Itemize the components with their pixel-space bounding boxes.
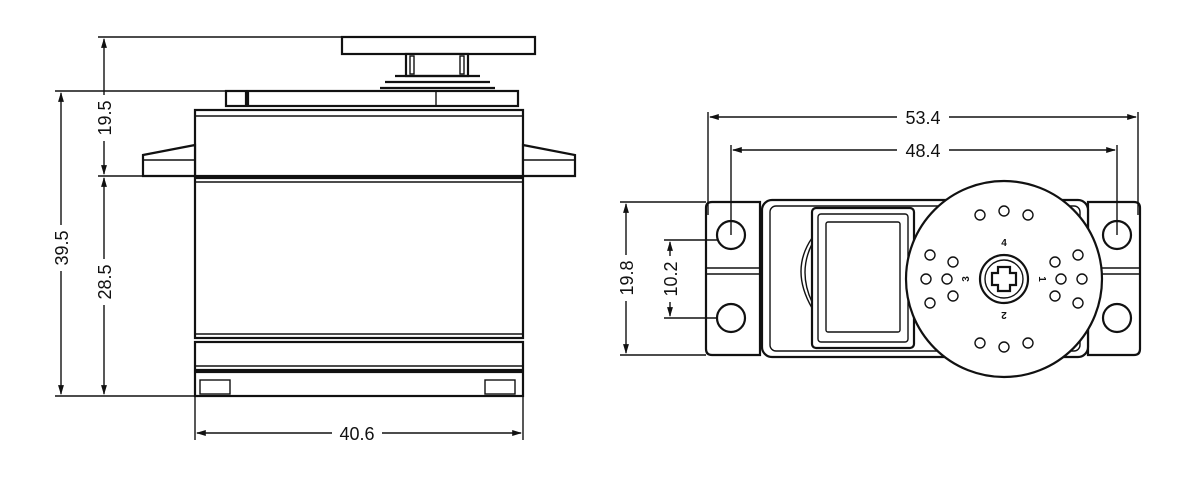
label-window-panel	[825, 221, 901, 333]
horn-label-2: 2	[1001, 309, 1007, 320]
output-shaft	[404, 52, 470, 78]
top-cap	[246, 89, 520, 108]
dim-bg	[659, 256, 681, 302]
front-view: 4 2 3 1 53.4 48.4 19.8 10.2	[615, 106, 1142, 379]
phillips-screw-icon	[990, 265, 1018, 293]
dim-bg	[332, 422, 382, 444]
label-overall-height: 39.5	[52, 230, 72, 265]
label-body-height: 28.5	[95, 264, 115, 299]
label-hole-vertical: 10.2	[661, 261, 681, 296]
cap-tab	[224, 89, 248, 108]
dim-bg	[897, 139, 949, 161]
base-foot-left	[199, 379, 231, 395]
label-front-height: 19.8	[617, 260, 637, 295]
base-plate	[193, 370, 525, 398]
horn-holes	[920, 205, 1088, 353]
horn-label-3: 3	[961, 276, 972, 282]
horn-hub	[978, 253, 1030, 305]
dim-bg	[897, 106, 949, 128]
label-hole-spacing: 48.4	[905, 141, 940, 161]
dim-bg	[615, 255, 637, 301]
mount-hole	[1101, 302, 1133, 334]
shaft-detail	[409, 55, 415, 75]
body-bump	[800, 237, 813, 309]
shaft-detail	[459, 55, 465, 75]
flange-right	[1086, 200, 1142, 357]
upper-case	[193, 108, 525, 178]
dim-bg	[93, 95, 115, 141]
horn-label-4: 4	[1001, 238, 1007, 249]
dim-bg	[50, 225, 72, 271]
label-top-height: 19.5	[95, 100, 115, 135]
base-foot-right	[484, 379, 516, 395]
servo-horn	[340, 35, 537, 56]
main-body	[193, 176, 525, 340]
horn-disc	[904, 179, 1104, 379]
dim-bg	[93, 259, 115, 305]
horn-label-1: 1	[1036, 276, 1047, 282]
label-overall-length: 53.4	[905, 108, 940, 128]
label-window	[810, 206, 916, 350]
body-bump	[804, 243, 813, 303]
label-width: 40.6	[339, 424, 374, 444]
side-view: 39.5 19.5 28.5 40.6	[50, 35, 577, 444]
horn-hub-inner	[984, 259, 1024, 299]
